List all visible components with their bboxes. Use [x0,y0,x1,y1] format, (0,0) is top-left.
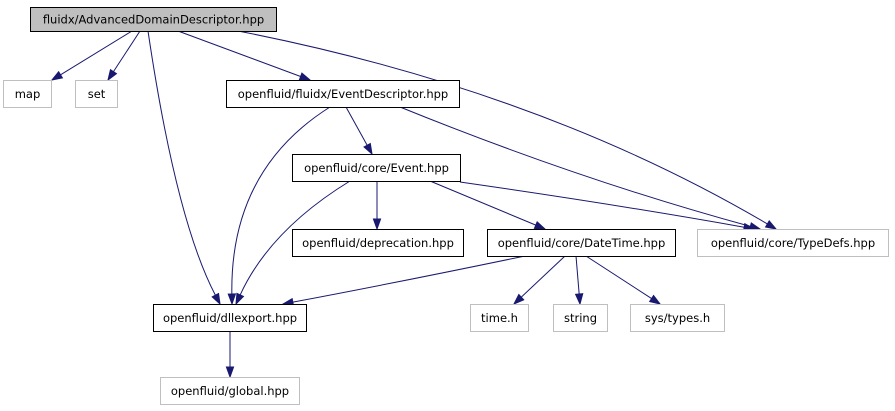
node-label: set [88,87,106,101]
edge-line [345,106,368,146]
node-event[interactable]: openfluid/core/Event.hpp [292,154,461,182]
node-label: openfluid/deprecation.hpp [302,236,454,250]
edge-line [459,181,745,228]
edge-event-to-datetime [429,180,547,230]
arrowhead-icon [764,219,778,230]
edge-line [113,30,141,72]
node-label: openfluid/core/Event.hpp [304,161,449,175]
node-set[interactable]: set [75,80,118,108]
node-box [553,304,608,332]
edge-event-to-typedefs [459,181,756,232]
arrowhead-icon [363,142,373,156]
node-box [292,229,464,257]
arrowhead-icon [533,220,547,230]
node-box [487,229,676,257]
node-label: openfluid/core/DateTime.hpp [498,236,666,250]
node-typedefs[interactable]: openfluid/core/TypeDefs.hpp [697,229,889,257]
arrowhead-icon [107,68,118,82]
arrowhead-icon [648,294,662,305]
edge-line [585,255,652,299]
node-label: fluidx/AdvancedDomainDescriptor.hpp [43,13,264,27]
edge-root-to-eventdesc [177,30,312,81]
node-label: openfluid/dllexport.hpp [163,311,297,325]
edge-line [237,30,768,225]
edge-line [520,255,566,298]
node-label: string [564,311,597,325]
edge-datetime-to-systypes [585,255,662,305]
node-box [160,377,300,405]
edge-line [292,255,526,303]
node-label: openfluid/global.hpp [171,384,289,398]
node-box [630,304,725,332]
arrowhead-icon [512,293,525,306]
node-label: map [15,87,41,101]
edge-root-to-typedefs [237,30,778,230]
node-label: sys/types.h [645,311,710,325]
node-box [75,80,118,108]
edge-event-to-deprecation [372,181,382,231]
node-datetime[interactable]: openfluid/core/DateTime.hpp [487,229,676,257]
node-global[interactable]: openfluid/global.hpp [160,377,300,405]
edge-eventdesc-to-event [345,106,373,156]
node-dllexport[interactable]: openfluid/dllexport.hpp [153,304,307,332]
arrowhead-icon [225,366,235,379]
node-string[interactable]: string [553,304,608,332]
node-box [3,80,52,108]
arrowhead-icon [227,293,237,306]
edge-root-to-set [107,30,141,82]
node-label: openfluid/fluidx/EventDescriptor.hpp [238,87,448,101]
arrowhead-icon [211,292,221,306]
arrowhead-icon [372,218,382,231]
node-eventdesc[interactable]: openfluid/fluidx/EventDescriptor.hpp [226,80,460,108]
node-box [292,154,461,182]
node-box [30,7,277,32]
edge-dllexport-to-global [225,331,235,379]
edge-line [177,30,301,77]
node-box [697,229,889,257]
edge-line [575,255,580,295]
edge-line [239,180,351,296]
nodes-layer: fluidx/AdvancedDomainDescriptor.hpp map se… [3,7,889,405]
node-box [226,80,460,108]
node-root[interactable]: fluidx/AdvancedDomainDescriptor.hpp [30,7,277,32]
edge-datetime-to-dllexport [281,255,526,307]
edge-line [231,106,331,295]
arrowhead-icon [235,292,245,306]
node-box [470,304,529,332]
edge-datetime-to-string [574,255,584,306]
edge-datetime-to-timeh [512,255,566,306]
edge-event-to-dllexport [235,180,351,306]
node-box [153,304,307,332]
node-label: time.h [481,311,518,325]
node-label: openfluid/core/TypeDefs.hpp [711,236,875,250]
node-timeh[interactable]: time.h [470,304,529,332]
node-deprecation[interactable]: openfluid/deprecation.hpp [292,229,464,257]
node-map[interactable]: map [3,80,52,108]
edge-root-to-map [50,30,133,81]
arrowhead-icon [298,72,312,81]
arrowhead-icon [574,293,584,306]
edge-line [60,30,133,76]
edge-line [429,180,536,226]
edge-root-to-dllexport [147,30,221,306]
edge-line [147,30,216,296]
edge-eventdesc-to-dllexport [227,106,331,306]
node-systypes[interactable]: sys/types.h [630,304,725,332]
edge-line [399,106,751,227]
arrowhead-icon [50,70,64,81]
